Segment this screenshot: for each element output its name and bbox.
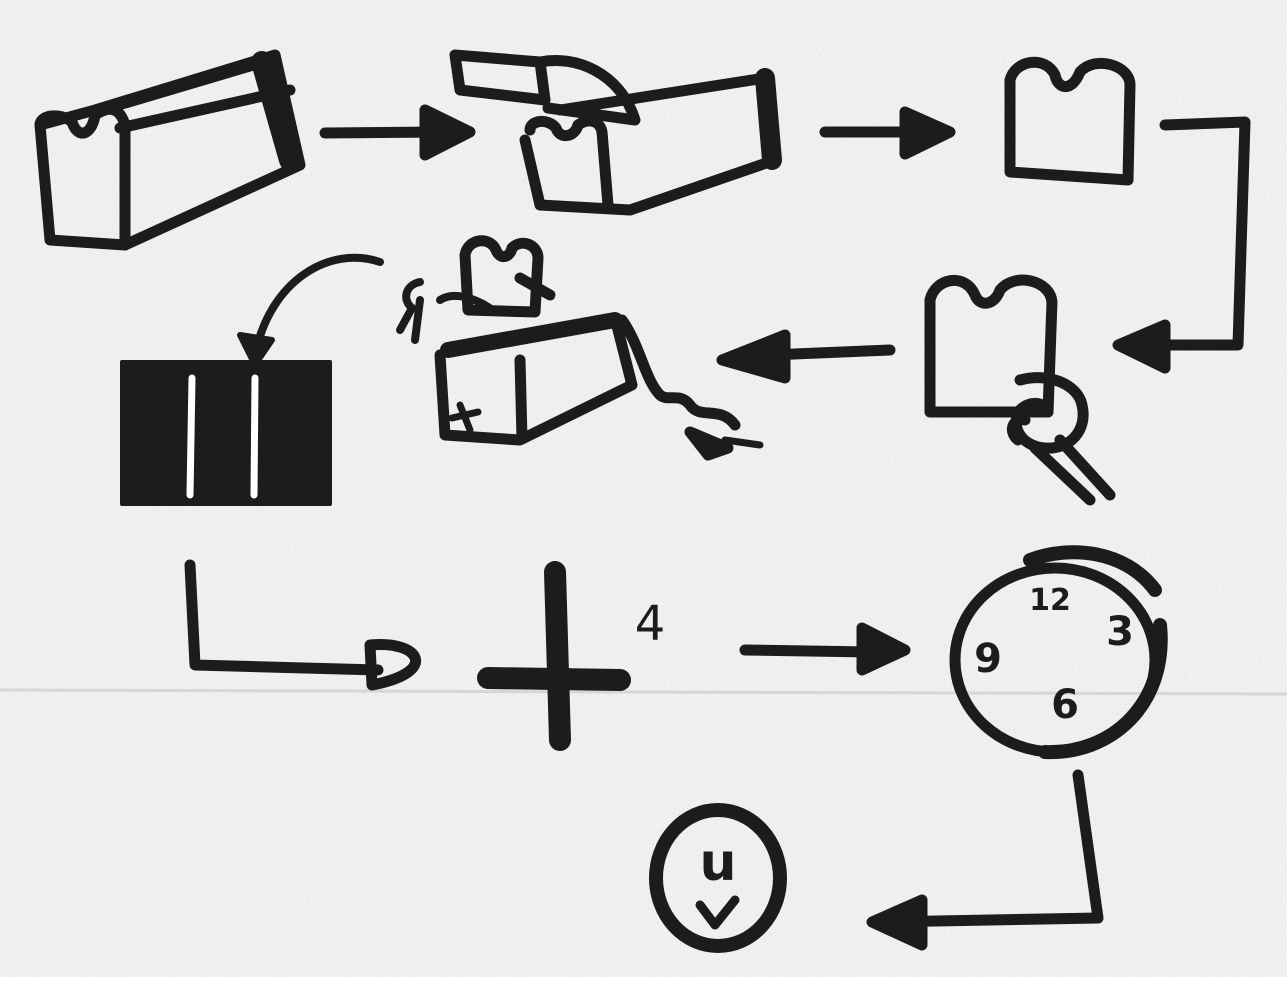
clock-number-3: 3 — [1106, 609, 1134, 655]
heat-setting-superscript: 4 — [635, 596, 666, 652]
face-glyph: u — [699, 833, 736, 893]
clock-number-12: 12 — [1029, 583, 1071, 618]
clock-number-9: 9 — [974, 636, 1002, 682]
clock-number-6: 6 — [1051, 682, 1079, 728]
toaster-icon — [122, 362, 330, 504]
